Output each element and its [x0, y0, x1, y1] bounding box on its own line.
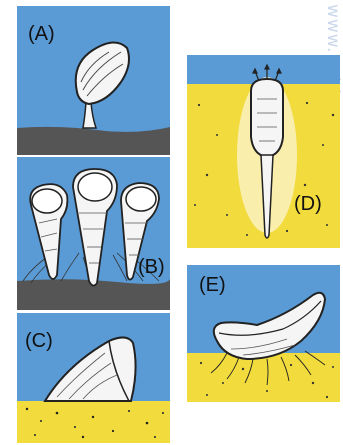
panel-e: (E): [187, 265, 340, 402]
label-d: (D): [294, 193, 322, 215]
label-e: (E): [199, 274, 226, 296]
panel-a: (A): [17, 6, 170, 155]
label-c: (C): [25, 330, 53, 352]
label-a: (A): [28, 23, 55, 45]
panel-c: (C): [17, 313, 170, 443]
label-b: (B): [138, 256, 165, 278]
panel-b: (B): [17, 157, 170, 310]
panel-d: (D): [187, 55, 340, 248]
